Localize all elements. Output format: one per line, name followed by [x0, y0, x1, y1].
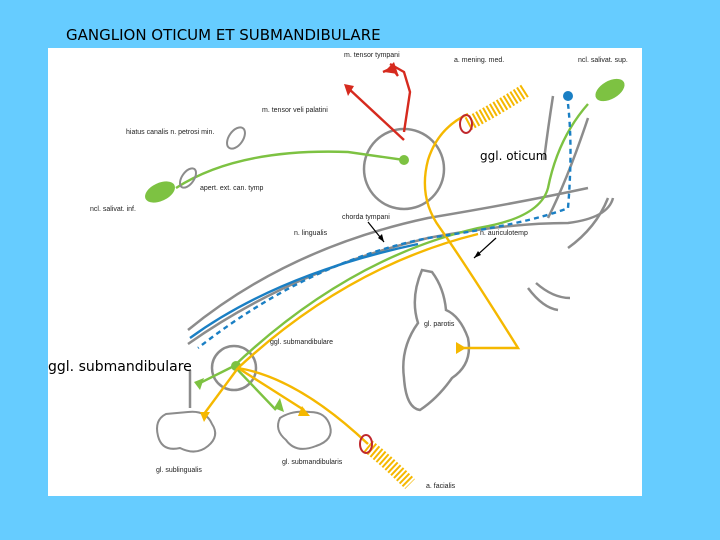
label-ggl-submand-small: ggl. submandibulare [270, 339, 333, 346]
diagram-figure: m. tensor tympani a. mening. med. ncl. s… [48, 48, 642, 496]
label-chorda: chorda tympani [342, 214, 390, 221]
label-tensor-tympani: m. tensor tympani [344, 52, 400, 59]
motor-branch-veli [348, 88, 404, 140]
label-sublingualis: gl. sublingualis [156, 467, 202, 474]
label-lingualis: n. lingualis [294, 230, 328, 237]
ganglion-oticum-circle [364, 129, 444, 209]
motor-branch-tensor-tympani [390, 64, 410, 132]
label-apert: apert. ext. can. tymp [200, 185, 264, 192]
artery-mening-body [468, 90, 526, 124]
gray-structures [188, 96, 613, 408]
slide-title: GANGLION OTICUM ET SUBMANDIBULARE [66, 26, 381, 44]
callout-ggl-submandibulare: ggl. submandibulare [48, 359, 192, 375]
parotid-gland-outline [403, 270, 469, 410]
green-fibre-petrosal [176, 152, 404, 188]
label-hiatus: hiatus canalis n. petrosi min. [126, 129, 214, 136]
ncl-salivat-sup-nucleus [592, 74, 629, 106]
artery-mening-med [460, 90, 526, 133]
yellow-fibres [204, 114, 518, 444]
artery-facialis-body [368, 446, 410, 484]
hiatus-ring [223, 124, 248, 152]
nerve-diagram: m. tensor tympani a. mening. med. ncl. s… [48, 48, 642, 496]
ganglion-oticum-synapse [399, 155, 409, 165]
yellow-fibre-lingual [238, 234, 478, 368]
yellow-arrowhead-parotis [456, 342, 466, 354]
label-submandibularis: gl. submandibularis [282, 459, 343, 466]
label-mening-med: a. mening. med. [454, 57, 504, 64]
nerve-loop-b [536, 283, 570, 298]
trunk-lower-edge [188, 198, 613, 344]
nerve-loop-a [528, 288, 558, 310]
ncl-salivat-inf-nucleus [142, 177, 179, 207]
label-auriculotemp: n. auriculotemp [480, 230, 528, 237]
callout-ggl-oticum: ggl. oticum [480, 149, 547, 163]
submandibular-gland-outline [278, 412, 331, 449]
label-ncl-salivat-sup: ncl. salivat. sup. [578, 57, 628, 64]
apertura-ring [177, 166, 199, 191]
label-parotis: gl. parotis [424, 321, 455, 328]
arrowhead-tensor-veli [344, 84, 354, 96]
label-facialis: a. facialis [426, 483, 456, 490]
green-arrowhead-a [194, 378, 204, 390]
blue-nucleus-dot [563, 91, 573, 101]
label-tensor-veli: m. tensor veli palatini [262, 107, 328, 114]
label-ncl-salivat-inf: ncl. salivat. inf. [90, 206, 136, 213]
